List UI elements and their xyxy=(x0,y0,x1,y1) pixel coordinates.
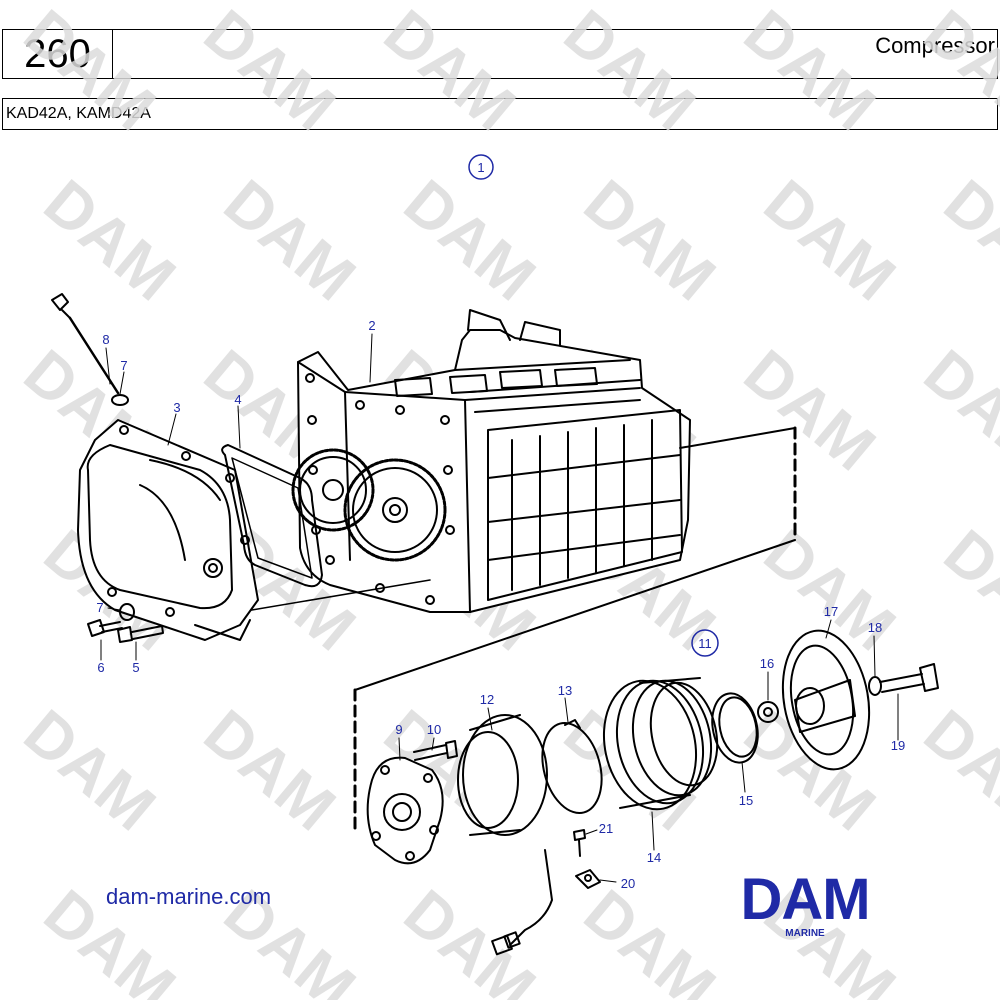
callout-8: 8 xyxy=(102,332,109,347)
callout-4: 4 xyxy=(234,392,241,407)
callout-20: 20 xyxy=(621,876,635,891)
callout-19: 19 xyxy=(891,738,905,753)
group-circle-main xyxy=(468,154,494,180)
logo-text: DAM xyxy=(740,867,870,932)
watermark-text: DAM xyxy=(731,336,889,485)
callout-7: 7 xyxy=(120,358,127,373)
callout-13: 13 xyxy=(558,683,572,698)
watermark-text: DAM xyxy=(911,696,1000,845)
screw-21 xyxy=(573,829,586,857)
magnetic-coil xyxy=(457,714,553,956)
bolt-6 xyxy=(87,619,123,637)
page-title: Compressor xyxy=(875,33,995,58)
callout-6: 6 xyxy=(97,660,104,675)
washer-18 xyxy=(868,676,882,696)
assembly-guide-lines xyxy=(239,426,797,832)
compressor-housing xyxy=(297,309,691,613)
callout-21: 21 xyxy=(599,821,613,836)
watermark-text: DAM xyxy=(211,166,369,315)
callout-2: 2 xyxy=(368,318,375,333)
watermark-text: DAM xyxy=(191,696,349,845)
watermark-text: DAM xyxy=(931,166,1000,315)
watermark-text: DAM xyxy=(11,0,169,144)
callout-10: 10 xyxy=(427,722,441,737)
watermark-text: DAM xyxy=(191,0,349,144)
timing-gear-right xyxy=(343,458,447,562)
watermark-text: DAM xyxy=(911,336,1000,485)
watermark-text: DAM xyxy=(391,876,549,1000)
watermark-text: DAM xyxy=(751,166,909,315)
model-bar: KAD42A, KAMD42A xyxy=(2,98,998,130)
washer-7-bottom xyxy=(119,603,135,621)
website-link[interactable]: dam-marine.com xyxy=(106,884,272,909)
callout-16: 16 xyxy=(760,656,774,671)
watermark-text: DAM xyxy=(731,0,889,144)
callout-18: 18 xyxy=(868,620,882,635)
pulley xyxy=(602,677,719,811)
leader-lines xyxy=(100,333,899,883)
clutch-hub xyxy=(366,756,444,865)
callout-12: 12 xyxy=(480,692,494,707)
callout-15: 15 xyxy=(739,793,753,808)
watermark-text: DAM xyxy=(551,0,709,144)
circlip-13 xyxy=(541,721,603,815)
logo-subtext: MARINE xyxy=(785,928,825,939)
watermark-text: DAM xyxy=(11,696,169,845)
bolt-10 xyxy=(413,740,458,761)
callout-17: 17 xyxy=(824,604,838,619)
callout-7: 7 xyxy=(96,600,103,615)
model-list: KAD42A, KAMD42A xyxy=(6,105,151,122)
callout-9: 9 xyxy=(395,722,402,737)
bolt-5 xyxy=(117,625,164,643)
cover-gasket xyxy=(221,444,323,588)
watermark-text: DAM xyxy=(571,166,729,315)
circlip-13-ear xyxy=(564,719,581,729)
watermark-text: DAM xyxy=(31,166,189,315)
watermark-text: DAM xyxy=(391,166,549,315)
watermark-text: DAM xyxy=(931,516,1000,665)
watermark-text: DAM xyxy=(911,0,1000,144)
bolt-19 xyxy=(879,663,939,693)
timing-gear-left xyxy=(291,448,375,532)
callout-14: 14 xyxy=(647,850,661,865)
callout-3: 3 xyxy=(173,400,180,415)
washer-16 xyxy=(757,701,779,723)
dam-logo: DAM MARINE xyxy=(714,867,896,940)
clamp-20 xyxy=(575,869,601,889)
callout-5: 5 xyxy=(132,660,139,675)
group-label-main: 1 xyxy=(477,160,484,175)
watermark-text: DAM xyxy=(371,0,529,144)
washer-7-top xyxy=(111,394,129,406)
group-label-clutch: 11 xyxy=(698,636,712,651)
title-bar: 260 Compressor xyxy=(2,29,998,79)
end-cover xyxy=(77,419,259,641)
armature-plate xyxy=(781,629,871,771)
page-number: 260 xyxy=(3,30,113,78)
watermark-text: DAM xyxy=(571,876,729,1000)
group-circle-clutch xyxy=(691,629,719,657)
